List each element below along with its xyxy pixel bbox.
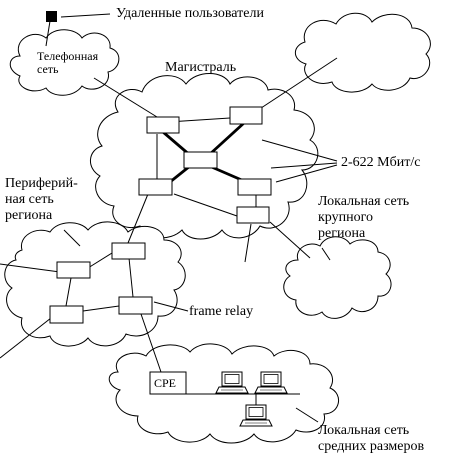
- routers: [49, 106, 272, 324]
- router-box-icon: [229, 106, 263, 125]
- thin-links: [0, 13, 338, 423]
- remote-user-square-icon: [46, 11, 57, 22]
- router-box-icon: [118, 296, 153, 315]
- router-box-icon: [237, 178, 272, 196]
- router-box-icon: [49, 305, 84, 324]
- router-box-icon: [138, 178, 173, 196]
- large-region-lan-label: Локальная сеть крупного региона: [318, 194, 410, 241]
- cpe-box: [149, 371, 187, 395]
- backbone-label: Магистраль: [165, 60, 237, 75]
- cloud-top-right: [294, 12, 431, 93]
- speed-label: 2-622 Мбит/с: [341, 155, 421, 170]
- router-box-icon: [56, 261, 91, 279]
- router-box-icon: [146, 116, 180, 134]
- router-box-icon: [236, 206, 270, 224]
- cloud-peripheral: [4, 221, 186, 347]
- cloud-phone-network: [9, 29, 120, 96]
- remote-users-label: Удаленные пользователи: [116, 6, 264, 21]
- peripheral-network-label: Периферий- ная сеть региона: [5, 176, 78, 223]
- phone-network-label: Телефонная сеть: [37, 49, 99, 76]
- router-box-icon: [183, 151, 218, 169]
- medium-lan-label: Локальная сеть средних размеров: [318, 423, 425, 454]
- cpe-label: CPE: [154, 376, 177, 390]
- router-box-icon: [111, 242, 146, 260]
- frame-relay-label: frame relay: [189, 304, 254, 319]
- cloud-large-region: [283, 236, 392, 319]
